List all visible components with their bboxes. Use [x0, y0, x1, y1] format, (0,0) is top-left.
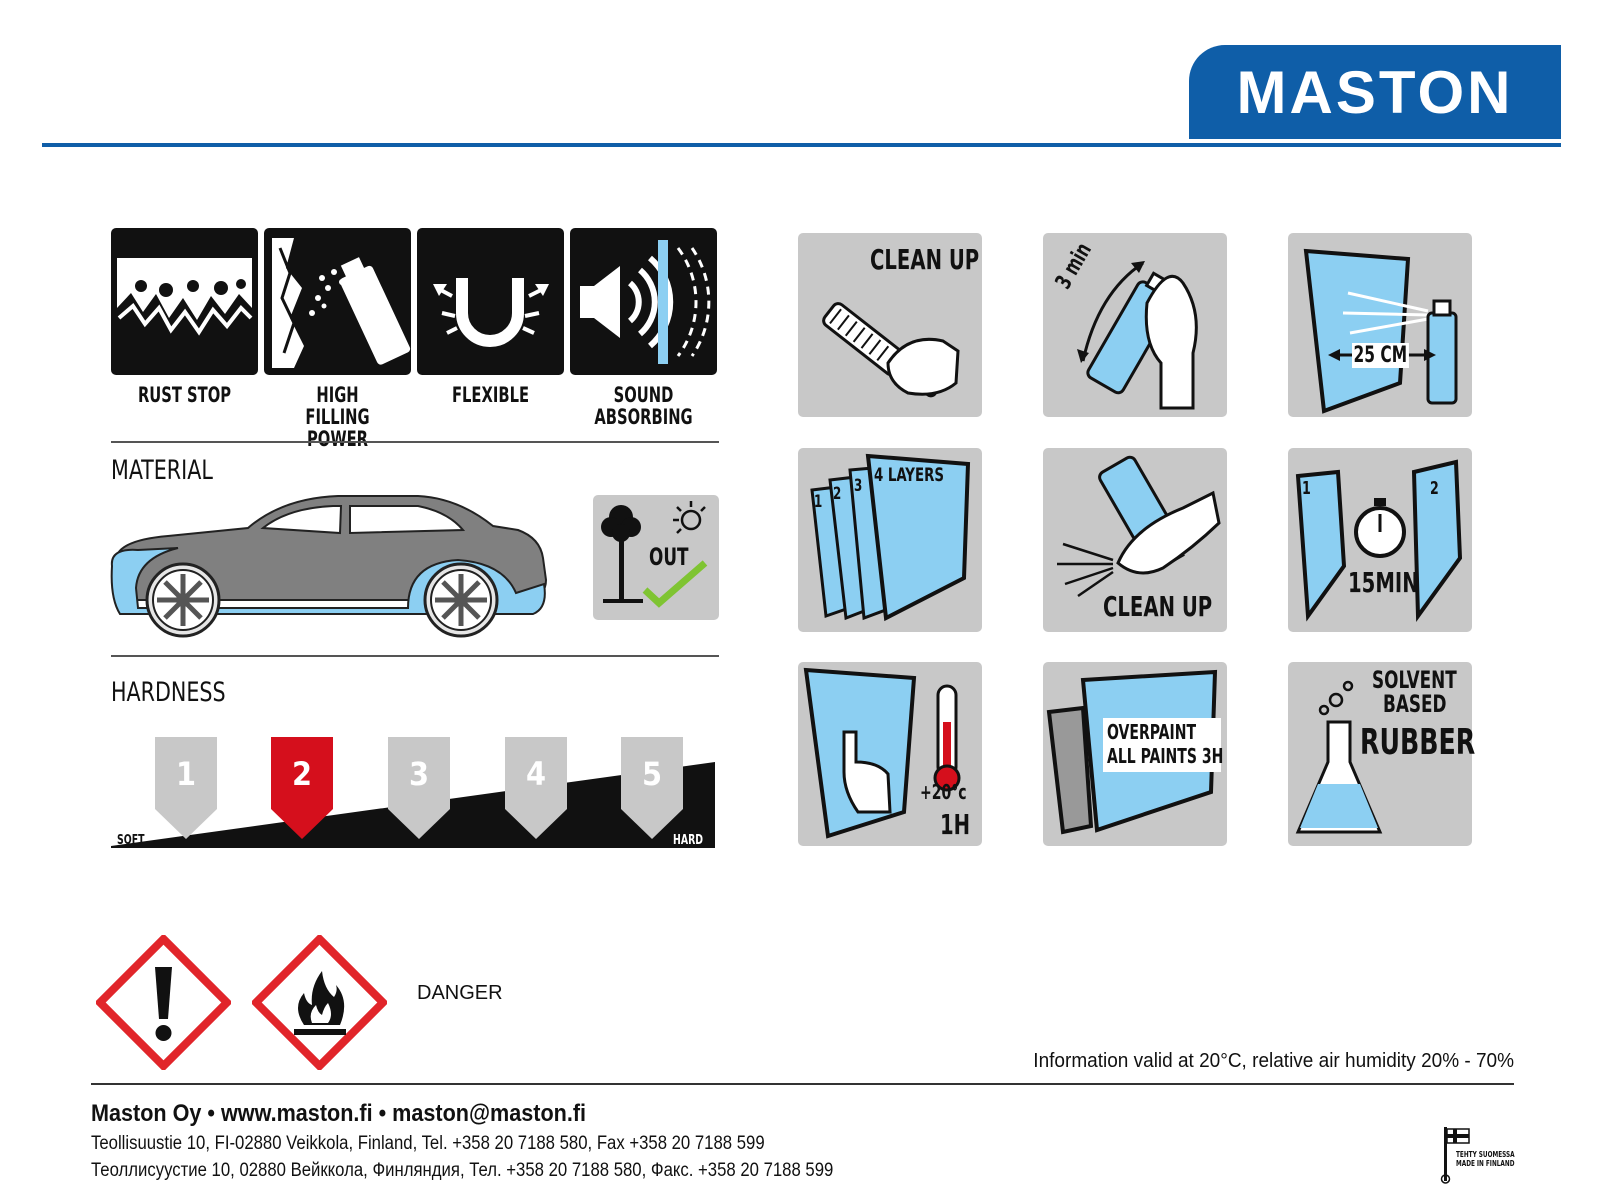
car-illustration	[108, 488, 550, 653]
rubber-label: RUBBER	[1360, 722, 1476, 763]
section-divider	[111, 441, 719, 443]
overpaint-label-box	[1103, 718, 1221, 772]
header-divider	[42, 143, 1561, 147]
hardness-level-number: 3	[408, 755, 430, 793]
outdoor-label: OUT	[649, 543, 689, 571]
company-contact: Maston Oy • www.maston.fi • maston@masto…	[91, 1100, 587, 1127]
address-russian: Теоллисуустие 10, 02880 Вейккола, Финлян…	[91, 1160, 834, 1181]
rust-stop-icon	[111, 228, 258, 375]
temperature-label: +20°c	[920, 780, 967, 804]
outdoor-use-icon: OUT	[593, 495, 719, 620]
hardness-level-3: 3	[388, 737, 450, 839]
hardness-level-number: 5	[641, 755, 663, 793]
maston-logo: MASTON	[1189, 45, 1561, 139]
layers-tile: 1 2 3 4 LAYERS	[798, 448, 982, 632]
based-label: BASED	[1383, 690, 1447, 718]
coat-number: 1	[1302, 478, 1311, 499]
overpaint-time-label: ALL PAINTS 3H	[1107, 744, 1224, 768]
layer-number: 2	[833, 484, 842, 504]
exclamation-hazard-icon	[94, 933, 233, 1072]
footer-divider	[91, 1083, 1514, 1085]
hardness-level-number: 2	[291, 755, 313, 793]
made-in-finland-fi: TEHTY SUOMESSA	[1456, 1150, 1515, 1159]
layers-label: 4 LAYERS	[874, 464, 944, 486]
sound-absorbing-icon	[570, 228, 717, 375]
touch-dry-tile: +20°c 1H	[798, 662, 982, 846]
hardness-title: HARDNESS	[111, 677, 226, 708]
high-filling-power-icon	[264, 228, 411, 375]
feature-label-sound-absorbing: SOUND ABSORBING	[594, 383, 693, 429]
material-title: MATERIAL	[111, 455, 213, 486]
solvent-label: SOLVENT	[1372, 666, 1457, 694]
spray-distance-tile: 25 CM	[1288, 233, 1472, 417]
section-divider	[111, 655, 719, 657]
hardness-level-1: 1	[155, 737, 217, 839]
overpaint-label: OVERPAINT	[1107, 720, 1197, 744]
layer-number: 3	[854, 476, 863, 496]
layer-number: 1	[814, 492, 823, 512]
clean-up-label: CLEAN UP	[870, 243, 980, 276]
wait-between-coats-tile: 1 2 15MIN	[1288, 448, 1472, 632]
hardness-level-4: 4	[505, 737, 567, 839]
shake-can-tile: 3 min	[1043, 233, 1227, 417]
made-in-finland-label: TEHTY SUOMESSA MADE IN FINLAND	[1456, 1150, 1515, 1168]
wait-time-label: 15MIN	[1348, 566, 1419, 599]
clean-up-label: CLEAN UP	[1103, 590, 1213, 623]
feature-label-rust-stop: RUST STOP	[137, 383, 232, 407]
flexible-icon	[417, 228, 564, 375]
solvent-based-rubber-tile: SOLVENT BASED RUBBER	[1288, 662, 1476, 846]
spray-distance-label: 25 CM	[1352, 343, 1409, 368]
coat-number: 2	[1430, 478, 1439, 499]
made-in-finland-key-icon	[1440, 1125, 1510, 1185]
danger-signal-word: DANGER	[417, 982, 503, 1004]
hardness-soft-label: SOFT	[117, 833, 145, 848]
hardness-level-number: 4	[525, 755, 547, 793]
hardness-level-5: 5	[621, 737, 683, 839]
feature-label-flexible: FLEXIBLE	[451, 383, 530, 407]
nozzle-clean-up-tile: CLEAN UP	[1043, 448, 1227, 632]
address-finnish: Teollisuustie 10, FI-02880 Veikkola, Fin…	[91, 1133, 765, 1154]
hardness-level-number: 1	[175, 755, 197, 793]
hardness-level-2-selected: 2	[271, 737, 333, 839]
clean-up-brush-tile: CLEAN UP	[798, 233, 982, 417]
validity-info: Information valid at 20°C, relative air …	[1033, 1050, 1514, 1072]
hardness-hard-label: HARD	[673, 833, 704, 848]
overpaint-tile: OVERPAINT ALL PAINTS 3H	[1043, 662, 1227, 846]
flammable-hazard-icon	[250, 933, 389, 1072]
made-in-finland-en: MADE IN FINLAND	[1456, 1159, 1515, 1168]
feature-label-high-filling-power: HIGH FILLING POWER	[305, 383, 370, 451]
dry-time-label: 1H	[940, 808, 971, 841]
